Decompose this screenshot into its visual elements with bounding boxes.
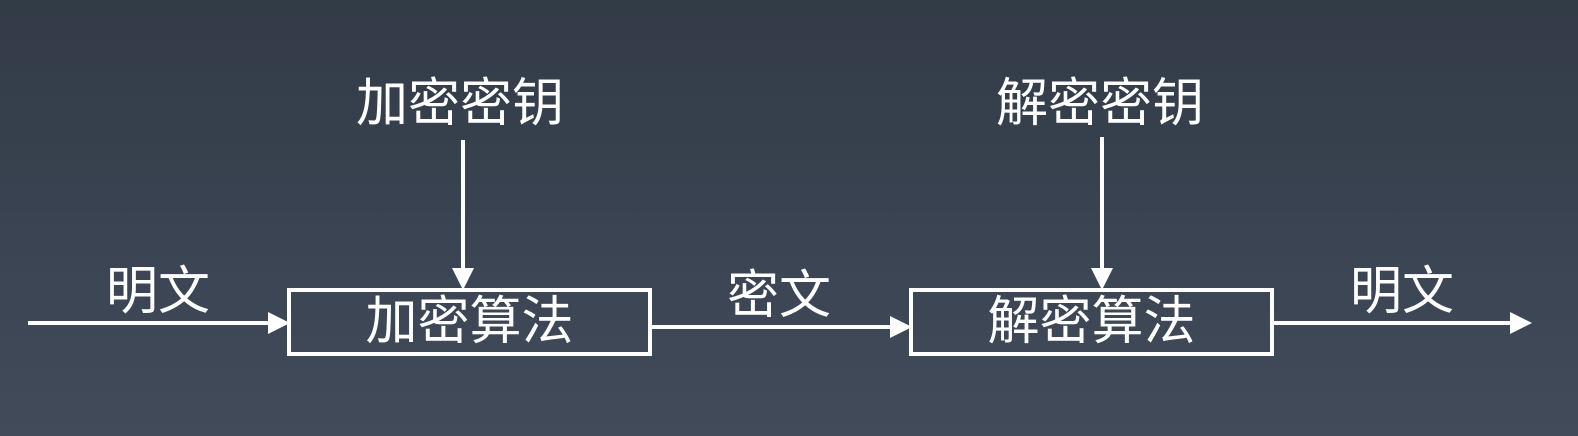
plaintext-out-label: 明文 xyxy=(1349,262,1455,322)
decrypt-algorithm-box: 解密算法 xyxy=(909,288,1274,356)
plaintext-in-arrowhead xyxy=(268,312,290,334)
decrypt-key-label: 解密密钥 xyxy=(995,74,1205,134)
plaintext-out-arrowhead xyxy=(1510,312,1532,334)
encrypt-key-label: 加密密钥 xyxy=(355,74,565,134)
decrypt-key-arrowhead xyxy=(1091,268,1113,290)
decrypt-algorithm-label: 解密算法 xyxy=(987,292,1196,352)
encrypt-algorithm-box: 加密算法 xyxy=(287,288,652,356)
plaintext-in-label: 明文 xyxy=(105,262,211,322)
ciphertext-arrowhead xyxy=(890,316,912,338)
ciphertext-label: 密文 xyxy=(726,266,832,326)
encrypt-key-arrowhead xyxy=(452,268,474,290)
encrypt-algorithm-label: 加密算法 xyxy=(365,292,574,352)
